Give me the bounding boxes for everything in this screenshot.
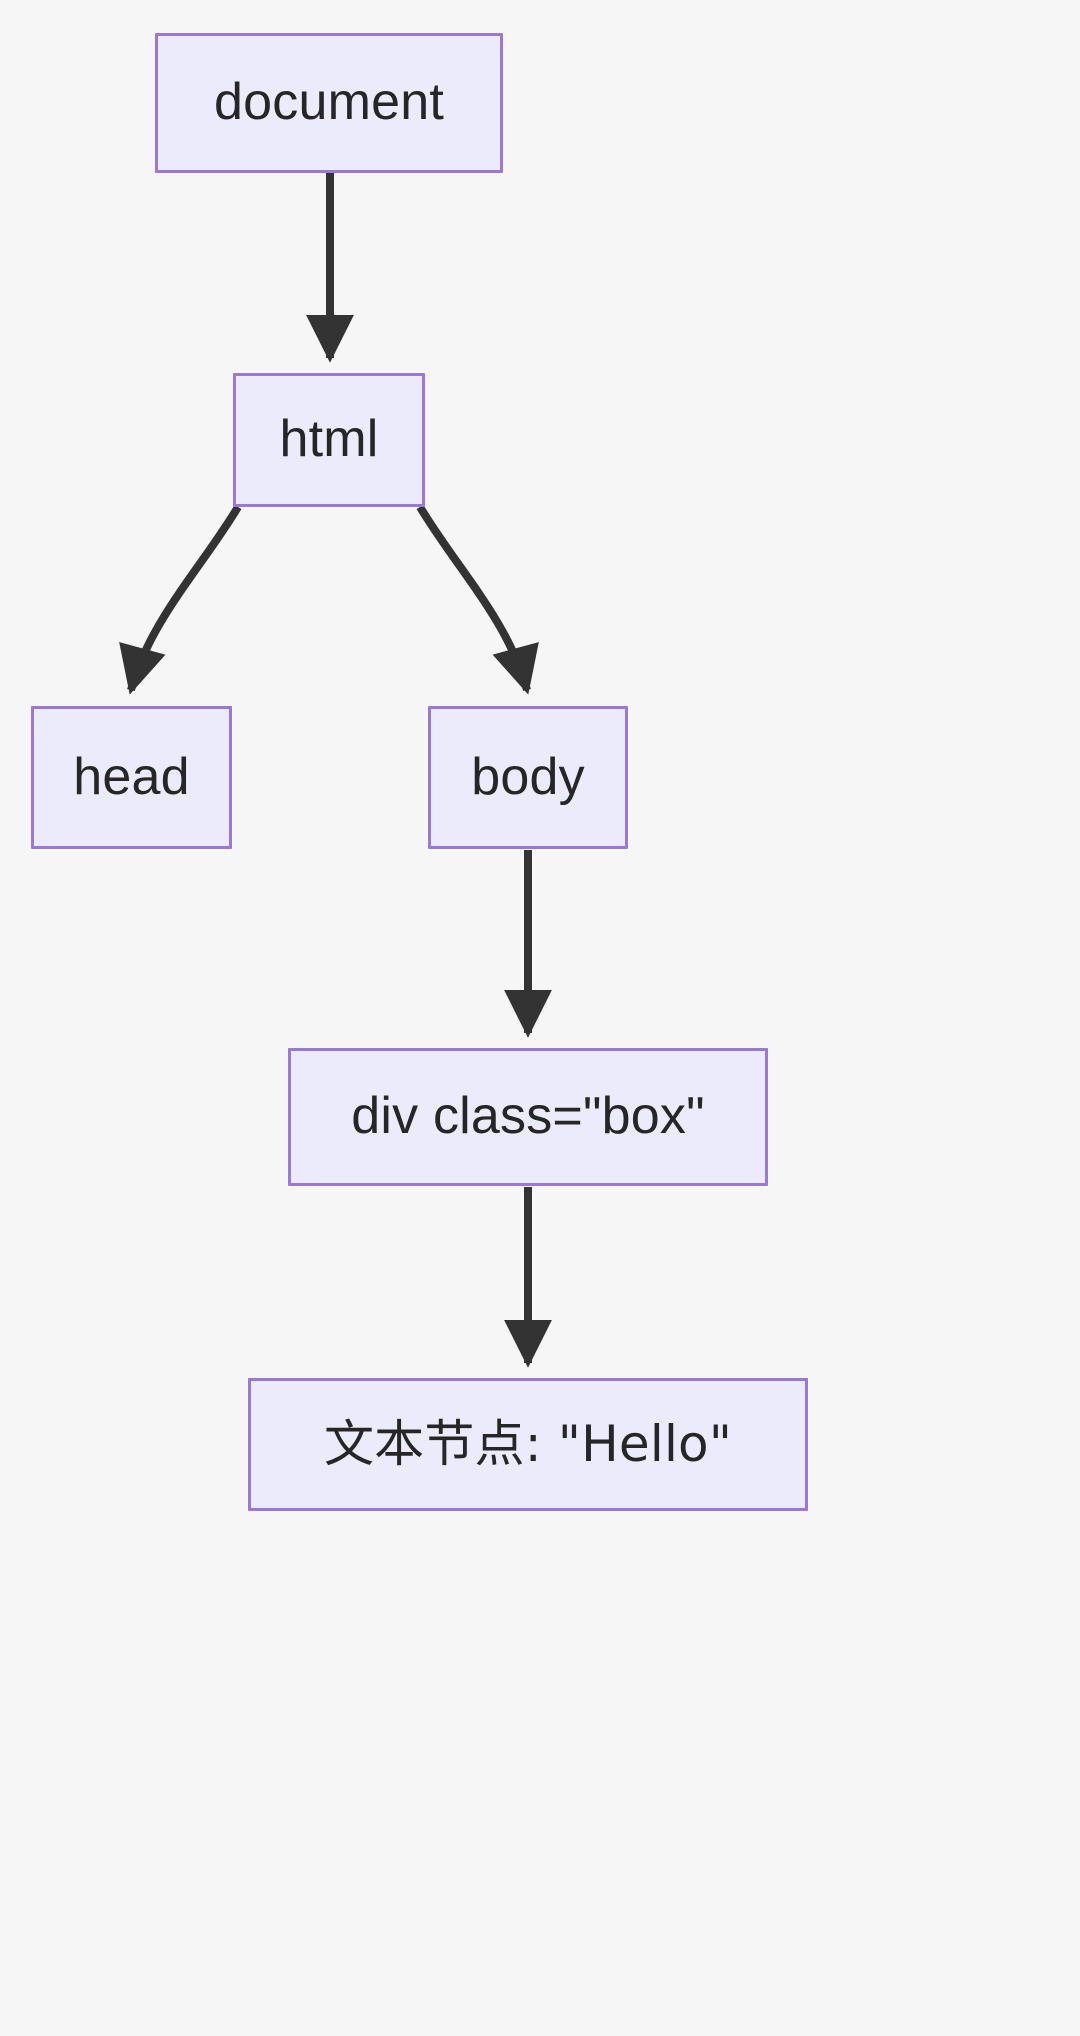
edge-html-head — [119, 504, 242, 695]
node-html-label: html — [279, 410, 379, 469]
node-document-label: document — [214, 73, 444, 132]
node-div-box[interactable]: div class="box" — [288, 1048, 768, 1186]
node-document[interactable]: document — [155, 33, 503, 173]
node-head-label: head — [73, 747, 190, 806]
node-html[interactable]: html — [233, 373, 425, 507]
node-div-box-label: div class="box" — [351, 1087, 705, 1146]
node-text-node[interactable]: 文本节点: "Hello" — [248, 1378, 808, 1511]
node-body-label: body — [471, 747, 585, 806]
node-text-node-label: 文本节点: "Hello" — [323, 1415, 733, 1473]
node-head[interactable]: head — [31, 706, 232, 849]
edge-html-body — [416, 504, 539, 695]
node-body[interactable]: body — [428, 706, 628, 849]
